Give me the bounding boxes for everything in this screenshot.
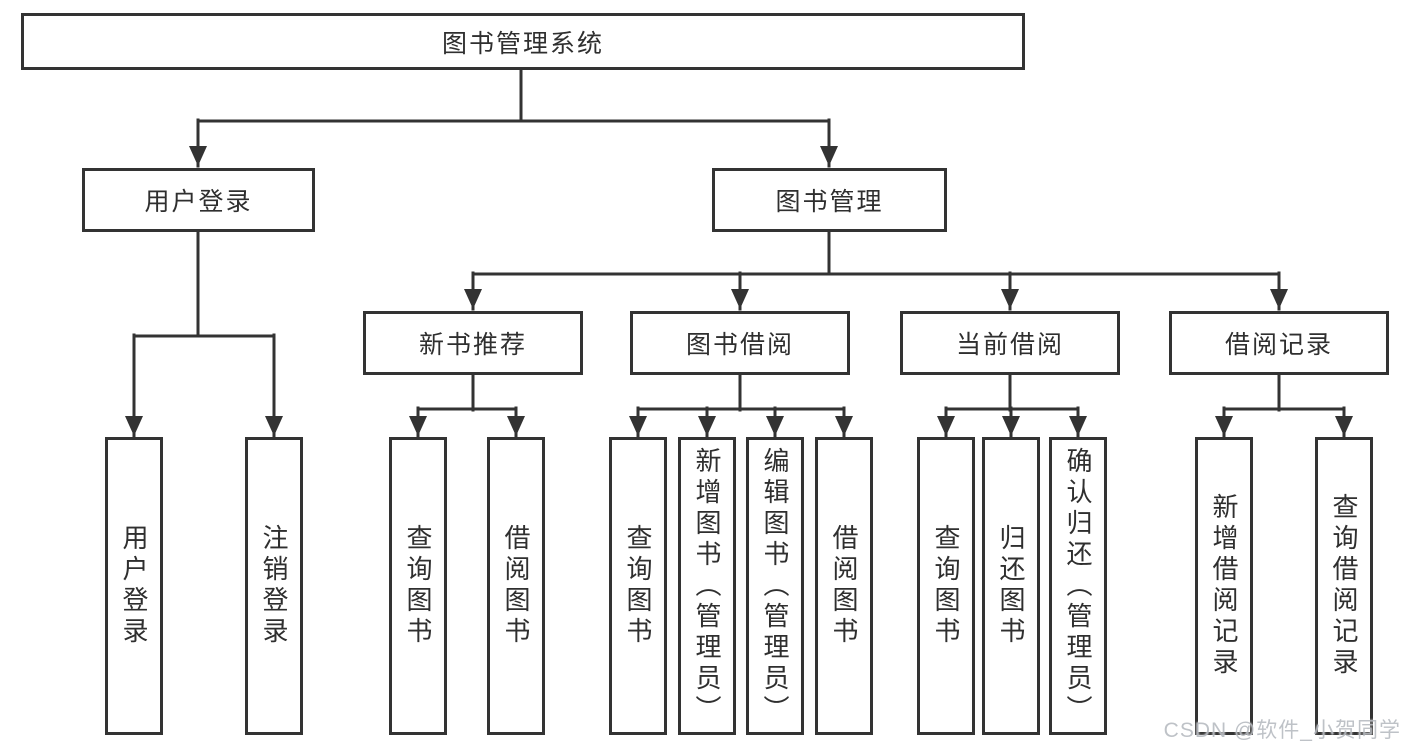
node-query-borrow-record: 查询借阅记录	[1315, 437, 1373, 735]
node-label: 新增借阅记录	[1209, 493, 1239, 679]
node-label: 查询图书	[931, 524, 961, 648]
node-user-login-action: 用户登录	[105, 437, 163, 735]
node-return-book: 归还图书	[982, 437, 1040, 735]
node-add-book-admin: 新增图书（管理员）	[678, 437, 736, 735]
node-library-system: 图书管理系统	[21, 13, 1025, 70]
node-book-borrowing: 图书借阅	[630, 311, 850, 375]
node-label: 用户登录	[119, 524, 149, 648]
node-label: 新增图书（管理员）	[692, 446, 722, 726]
node-borrow-books-recommend: 借阅图书	[487, 437, 545, 735]
node-label: 查询图书	[403, 524, 433, 648]
node-current-borrowing: 当前借阅	[900, 311, 1120, 375]
node-label: 借阅图书	[501, 524, 531, 648]
node-label: 查询借阅记录	[1329, 493, 1359, 679]
node-label: 归还图书	[996, 524, 1026, 648]
node-label: 确认归还（管理员）	[1063, 446, 1093, 726]
node-query-books-current: 查询图书	[917, 437, 975, 735]
node-borrowing-records: 借阅记录	[1169, 311, 1389, 375]
node-add-borrow-record: 新增借阅记录	[1195, 437, 1253, 735]
node-query-books-recommend: 查询图书	[389, 437, 447, 735]
node-query-books-borrow: 查询图书	[609, 437, 667, 735]
watermark-text: CSDN @软件_小贺同学	[1163, 719, 1401, 742]
node-confirm-return-admin: 确认归还（管理员）	[1049, 437, 1107, 735]
node-book-management: 图书管理	[712, 168, 947, 232]
node-label: 注销登录	[259, 524, 289, 648]
node-edit-book-admin: 编辑图书（管理员）	[746, 437, 804, 735]
node-borrow-books: 借阅图书	[815, 437, 873, 735]
node-label: 借阅图书	[829, 524, 859, 648]
node-new-book-recommendation: 新书推荐	[363, 311, 583, 375]
node-logout: 注销登录	[245, 437, 303, 735]
node-user-login: 用户登录	[82, 168, 315, 232]
node-label: 编辑图书（管理员）	[760, 446, 790, 726]
node-label: 查询图书	[623, 524, 653, 648]
